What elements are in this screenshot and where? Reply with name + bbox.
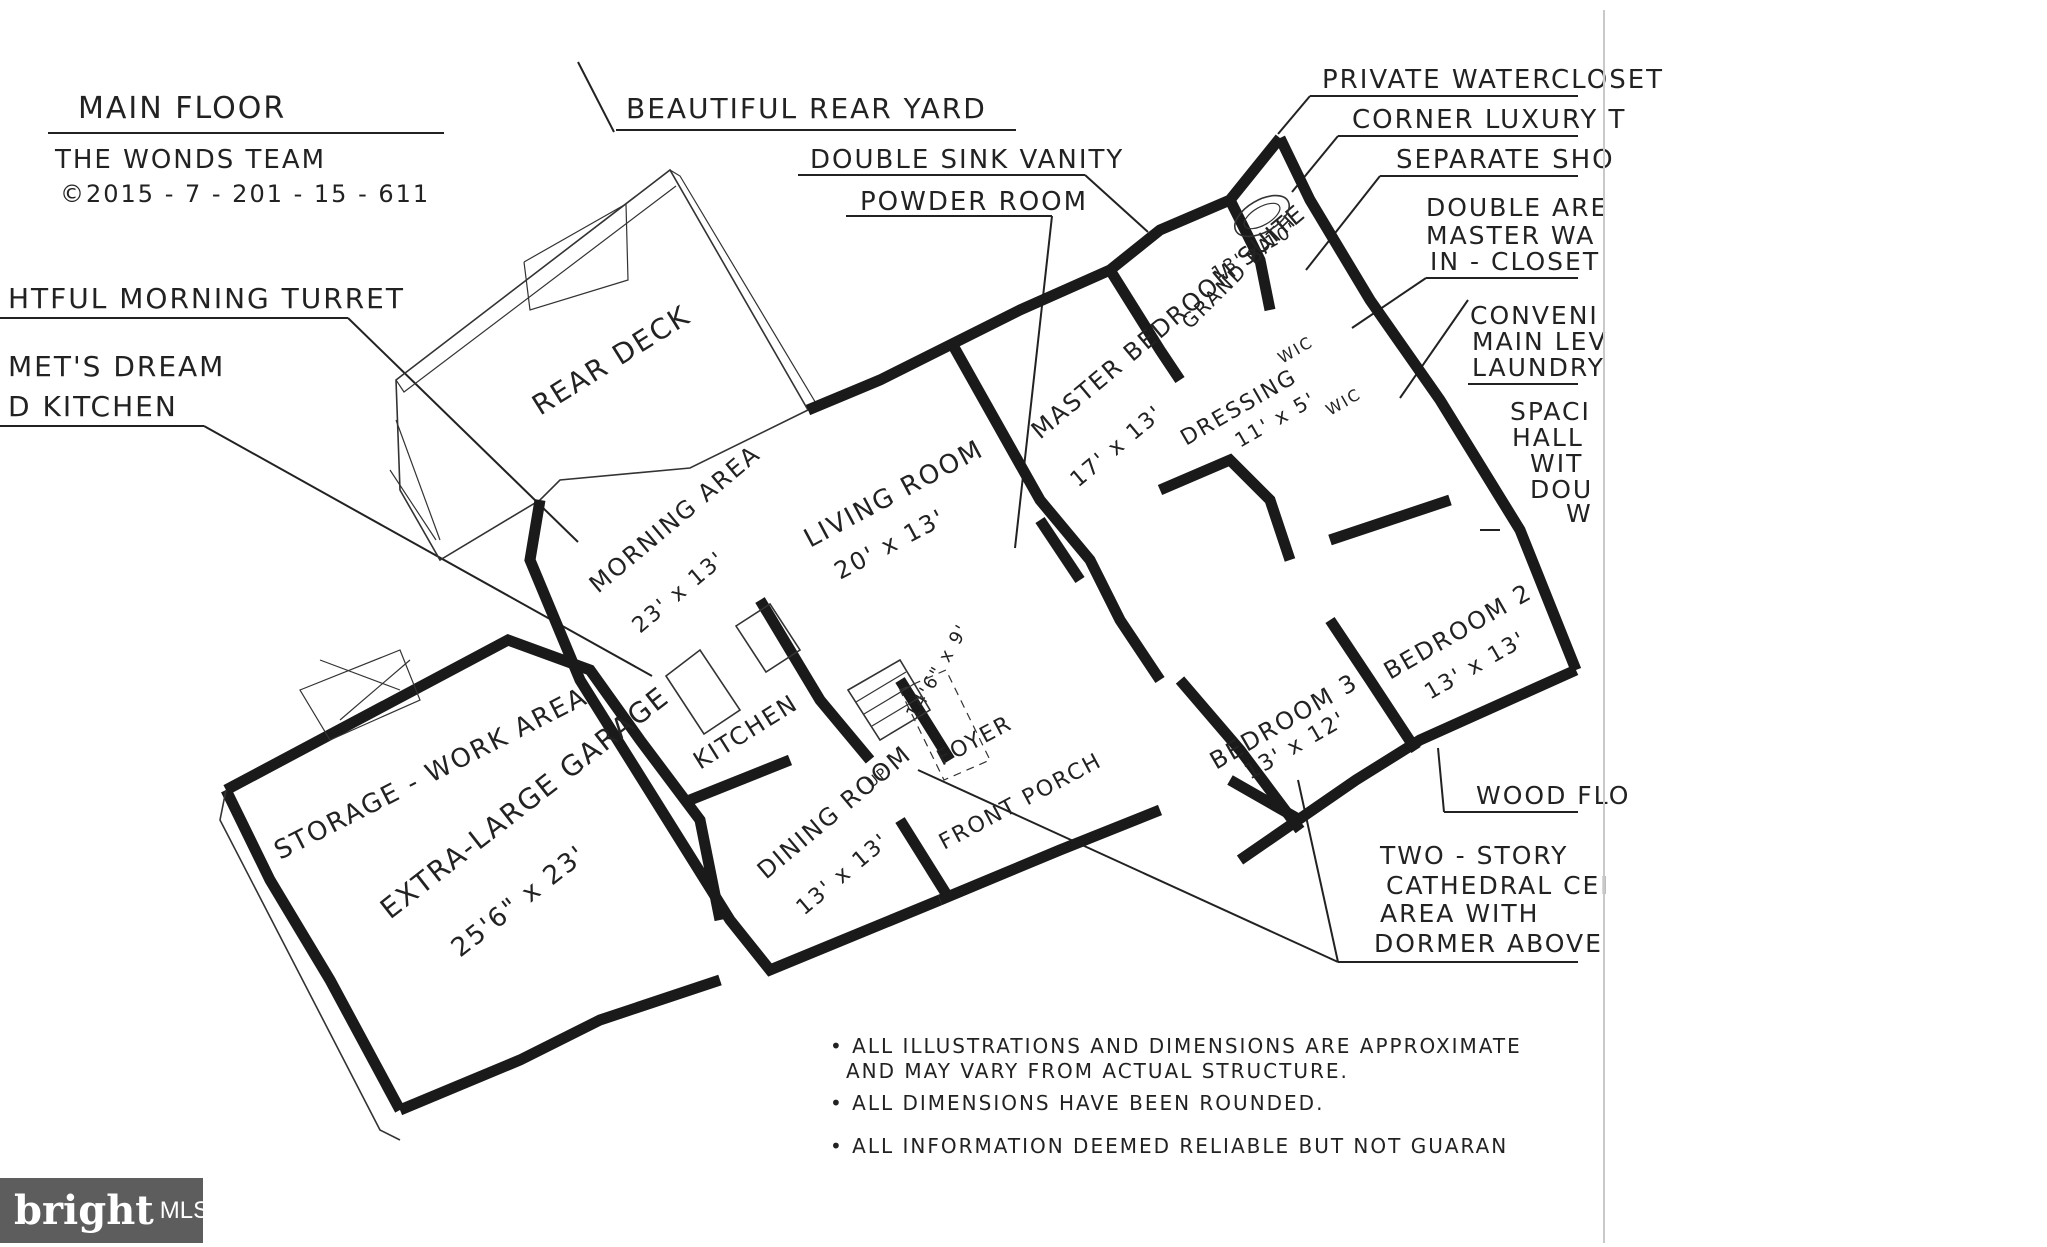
- kitchen-island: [664, 602, 802, 736]
- double-sink-pointer: [1084, 174, 1149, 233]
- callout-rear-yard: BEAUTIFUL REAR YARD: [626, 92, 987, 125]
- callout-double-area-1: DOUBLE ARE: [1426, 193, 1608, 222]
- room-foyer: FOYER: [933, 711, 1017, 771]
- double-area-pointer: [1351, 277, 1427, 329]
- callout-convenient-2: MAIN LEV: [1472, 327, 1608, 356]
- room-foyer-size: 14'6" x 9': [902, 620, 973, 722]
- powder-room-pointer: [1014, 215, 1053, 549]
- callout-double-area-3: IN - CLOSET: [1430, 247, 1600, 276]
- room-master-size: 17' x 13': [1066, 401, 1169, 493]
- callout-private-wc: PRIVATE WATERCLOSET: [1322, 65, 1664, 95]
- callout-spacious-3: WIT: [1530, 449, 1583, 478]
- callout-two-story-2: CATHEDRAL CEI: [1386, 871, 1610, 900]
- foyer-outline: [899, 669, 991, 781]
- callout-morning-turret: HTFUL MORNING TURRET: [8, 282, 405, 315]
- callout-separate-shower: SEPARATE SHO: [1396, 145, 1615, 175]
- header-title: MAIN FLOOR: [78, 91, 286, 126]
- callout-convenient-3: LAUNDRY: [1472, 353, 1605, 382]
- house-walls: [524, 134, 1582, 977]
- garage: STORAGE - WORK AREA EXTRA-LARGE GARAGE 2…: [219, 633, 726, 1141]
- dream-kitchen-pointer: [203, 425, 653, 677]
- callout-powder-room: POWDER ROOM: [860, 187, 1088, 217]
- separate-shower-pointer: [1305, 175, 1381, 271]
- room-wic-1: WIC: [1275, 332, 1317, 367]
- callout-two-story-4: DORMER ABOVE: [1374, 929, 1603, 958]
- note-2: AND MAY VARY FROM ACTUAL STRUCTURE.: [846, 1059, 1349, 1083]
- header-author: THE WONDS TEAM: [54, 145, 326, 175]
- note-1: • ALL ILLUSTRATIONS AND DIMENSIONS ARE A…: [830, 1034, 1522, 1058]
- callout-dream-kitchen-1: MET'S DREAM: [8, 350, 225, 383]
- mls-watermark: bright MLS: [0, 1178, 209, 1243]
- staircase: [846, 658, 932, 742]
- callout-spacious-4: DOU: [1530, 475, 1593, 504]
- callout-two-story-1: TWO - STORY: [1379, 841, 1568, 870]
- convenient-pointer: [1399, 299, 1469, 399]
- room-morning: MORNING AREA: [584, 439, 766, 598]
- callout-double-sink: DOUBLE SINK VANITY: [810, 145, 1124, 175]
- callout-convenient-1: CONVENI: [1470, 301, 1599, 330]
- private-wc-pointer: [1277, 95, 1311, 135]
- callout-two-story-3: AREA WITH: [1380, 899, 1539, 928]
- rear-yard-pointer: [577, 61, 615, 133]
- watermark-suffix: MLS: [159, 1196, 210, 1224]
- callout-wood-floor: WOOD FLO: [1476, 781, 1630, 810]
- callout-dream-kitchen-2: D KITCHEN: [8, 390, 178, 423]
- note-4: • ALL INFORMATION DEEMED RELIABLE BUT NO…: [830, 1134, 1508, 1158]
- header-copyright: ©2015 - 7 - 201 - 15 - 611: [60, 180, 430, 208]
- callout-spacious-2: HALL: [1512, 423, 1584, 452]
- corner-tub: [1234, 194, 1290, 238]
- scan-edge-line: [1603, 10, 1605, 1243]
- callout-double-area-2: MASTER WA: [1426, 221, 1595, 250]
- watermark-brand: bright: [14, 1187, 154, 1234]
- room-wic-2: WIC: [1323, 384, 1365, 419]
- callout-spacious-5: W: [1566, 499, 1593, 528]
- note-3: • ALL DIMENSIONS HAVE BEEN ROUNDED.: [830, 1091, 1324, 1115]
- room-rear-deck: REAR DECK: [526, 299, 696, 422]
- two-story-pointer-1: [917, 769, 1339, 963]
- wood-floor-pointer: [1437, 747, 1445, 813]
- rear-deck: REAR DECK: [389, 168, 821, 562]
- callout-corner-tub: CORNER LUXURY T: [1352, 105, 1626, 135]
- callout-spacious-1: SPACI: [1510, 397, 1591, 426]
